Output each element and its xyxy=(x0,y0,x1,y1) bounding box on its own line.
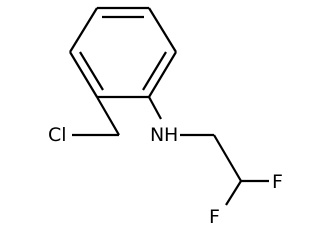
ring-bond-bottom-right xyxy=(148,51,177,98)
ring-bond-bottom-left xyxy=(69,51,98,98)
amine-nitrogen-label: N xyxy=(150,124,164,146)
amine-hydrogen-label: H xyxy=(164,124,178,146)
structure-diagram: Cl N H F F xyxy=(48,6,283,228)
chlorine-label: Cl xyxy=(48,124,67,146)
ring-bond-top-right xyxy=(148,7,177,53)
bond-ch2-to-chf2 xyxy=(213,134,242,182)
bond-ring-to-n xyxy=(148,96,162,120)
benzene-ring xyxy=(69,6,177,99)
ring-bond-top-left xyxy=(69,7,98,53)
ring-double-bond-right xyxy=(142,51,167,91)
fluorine-top-label: F xyxy=(272,171,283,193)
fluorine-bottom-label: F xyxy=(209,206,220,228)
bond-c-to-f-bottom xyxy=(225,180,242,206)
ring-double-bond-left xyxy=(79,51,104,91)
bond-ring-to-ch2 xyxy=(96,96,120,136)
